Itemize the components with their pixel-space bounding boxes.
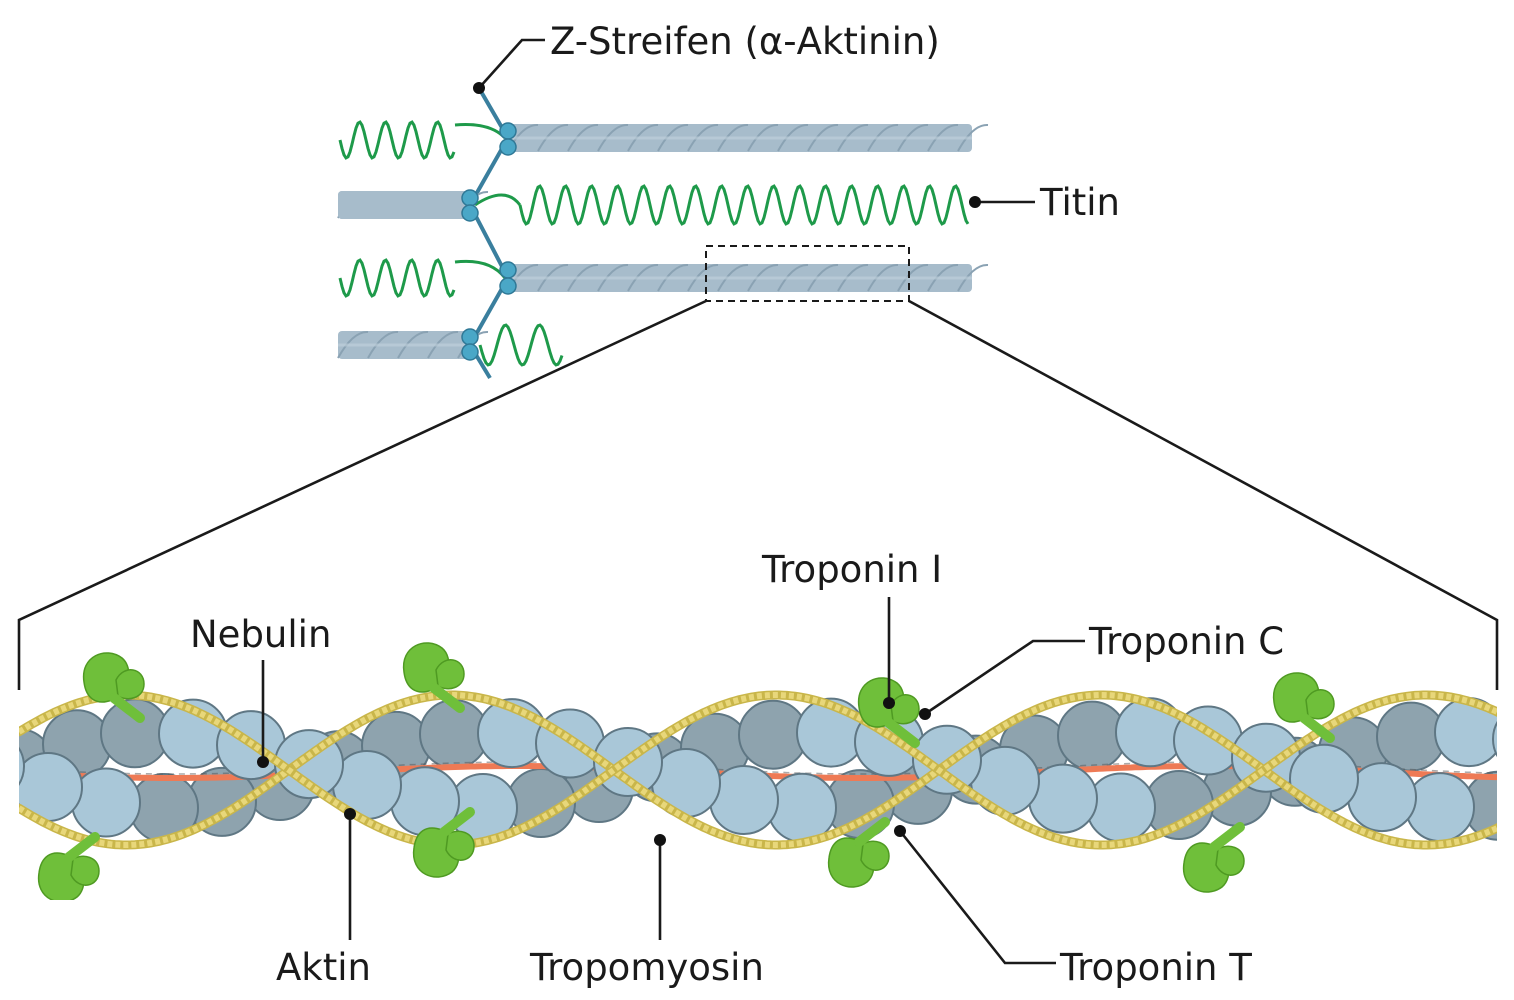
- titin-spring: [478, 323, 564, 367]
- alpha-actinin-node: [499, 261, 517, 279]
- titin-springs: [338, 120, 970, 367]
- troponin-subunit: [435, 659, 465, 690]
- troponin-subunit: [115, 669, 145, 700]
- troponin-complex: [82, 652, 145, 723]
- troponin-complexes: [37, 642, 1335, 900]
- filament-twist: [507, 123, 989, 152]
- troponin-complex: [827, 817, 890, 888]
- troponin-c-pointer: [919, 708, 931, 720]
- troponin-t-leader: [898, 830, 1056, 965]
- aktin-pointer: [344, 808, 356, 820]
- actin-monomer: [19, 746, 25, 786]
- troponin-subunit: [860, 840, 890, 871]
- actin-monomer: [767, 772, 837, 843]
- troponin-complex: [37, 832, 100, 900]
- thin-filament-rod: [338, 191, 470, 219]
- nebulin-pointer: [257, 756, 269, 768]
- alpha-actinin-node: [499, 138, 517, 156]
- titin-link: [454, 123, 507, 140]
- troponin-c-leader: [924, 639, 1085, 716]
- filament-twist: [507, 263, 989, 292]
- troponin-tail: [1209, 822, 1245, 852]
- troponin-tail: [854, 817, 890, 847]
- alpha-actinin-node: [461, 328, 479, 346]
- troponin-i-label: Troponin I: [761, 548, 942, 591]
- troponin-subunit: [1215, 845, 1245, 876]
- troponin-i-pointer: [883, 697, 895, 709]
- titin-spring: [338, 120, 456, 160]
- actin-monomer: [1492, 721, 1497, 758]
- aktin-label: Aktin: [276, 946, 371, 989]
- titin-link: [474, 193, 522, 207]
- alpha-actinin-node: [461, 189, 479, 207]
- troponin-t-pointer: [894, 825, 906, 837]
- troponin-complex: [412, 807, 475, 878]
- thin-filaments: [337, 123, 989, 359]
- tropomyosin-pointer: [654, 834, 666, 846]
- troponin-tail: [109, 693, 145, 723]
- troponin-tail: [64, 832, 100, 862]
- tropomyosin-strands: [19, 690, 1497, 850]
- z-disc-pointer: [473, 82, 485, 94]
- troponin-subunit: [890, 694, 920, 725]
- troponin-subunit: [445, 830, 475, 861]
- titin-spring: [338, 258, 456, 298]
- tropomyosin-rope-twist: [19, 692, 1497, 848]
- troponin-c-label: Troponin C: [1088, 620, 1284, 663]
- troponin-complex: [1272, 672, 1335, 743]
- troponin-subunit: [70, 855, 100, 886]
- alpha-actinin-node: [461, 204, 479, 222]
- nebulin-label: Nebulin: [190, 613, 331, 656]
- alpha-actinin-node: [499, 122, 517, 140]
- actin-monomer: [1289, 743, 1359, 814]
- tropomyosin-label: Tropomyosin: [529, 946, 764, 989]
- troponin-tail: [1299, 713, 1335, 743]
- zoom-line-right: [908, 299, 1499, 690]
- z-disc-leader: [478, 38, 545, 89]
- actin-monomer: [71, 767, 141, 838]
- titin-label: Titin: [1039, 181, 1120, 224]
- troponin-tail: [884, 718, 920, 748]
- troponin-t-label: Troponin T: [1059, 946, 1252, 989]
- titin-link: [454, 259, 507, 279]
- troponin-tail: [429, 683, 465, 713]
- troponin-complex: [1182, 822, 1245, 893]
- titin-pointer: [969, 196, 981, 208]
- actin-monomer: [1086, 772, 1156, 843]
- filament-twist: [337, 330, 489, 359]
- troponin-subunit: [1305, 689, 1335, 720]
- alpha-actinin-node: [461, 343, 479, 361]
- tropomyosin-rope-twist: [19, 692, 1497, 848]
- troponin-complex: [857, 677, 920, 748]
- alpha-actinin-node: [499, 277, 517, 295]
- z-disc-label: Z-Streifen (α-Aktinin): [550, 20, 940, 63]
- titin-spring: [518, 184, 970, 226]
- zoom-line-left: [17, 299, 707, 690]
- thin-filament-detail: [19, 642, 1497, 900]
- alpha-actinin-nodes: [461, 122, 517, 361]
- zoom-box: [705, 245, 910, 302]
- sarcomere-overview: [337, 86, 989, 380]
- troponin-complex: [402, 642, 465, 713]
- troponin-tail: [439, 807, 475, 837]
- actin-monomer: [1405, 772, 1475, 843]
